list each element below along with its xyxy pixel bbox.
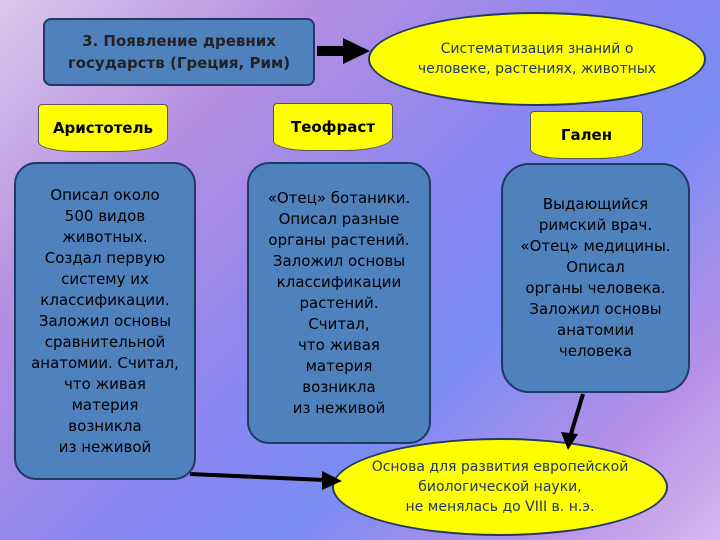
conclusion-ellipse: Основа для развития европейской биологич… — [332, 438, 668, 536]
theophrastus-description: «Отец» ботаники. Описал разные органы ра… — [267, 188, 411, 417]
galen-name-box: Гален — [530, 111, 643, 159]
title-to-goal-arrow — [317, 38, 370, 64]
theophrastus-name-box: Теофраст — [273, 103, 393, 151]
title-text: 3. Появление древних государств (Греция,… — [67, 32, 291, 72]
aristotle-description-box: Описал около 500 видов животных. Создал … — [14, 162, 196, 480]
aristotle-name-box: Аристотель — [38, 104, 168, 152]
theophrastus-name: Теофраст — [290, 118, 376, 136]
galen-to-conclusion-arrow — [561, 393, 585, 450]
aristotle-name: Аристотель — [52, 119, 154, 137]
goal-ellipse: Систематизация знаний о человеке, растен… — [368, 12, 706, 106]
aristotle-description: Описал около 500 видов животных. Создал … — [31, 185, 179, 456]
galen-description: Выдающийся римский врач. «Отец» медицины… — [520, 195, 671, 360]
galen-name: Гален — [560, 126, 613, 144]
goal-text: Систематизация знаний о человеке, растен… — [417, 41, 657, 77]
galen-description-box: Выдающийся римский врач. «Отец» медицины… — [501, 163, 690, 393]
theophrastus-description-box: «Отец» ботаники. Описал разные органы ра… — [247, 162, 431, 444]
aristotle-to-conclusion-arrow — [189, 471, 342, 490]
conclusion-text: Основа для развития европейской биологич… — [371, 459, 629, 515]
title-box: 3. Появление древних государств (Греция,… — [43, 18, 315, 86]
